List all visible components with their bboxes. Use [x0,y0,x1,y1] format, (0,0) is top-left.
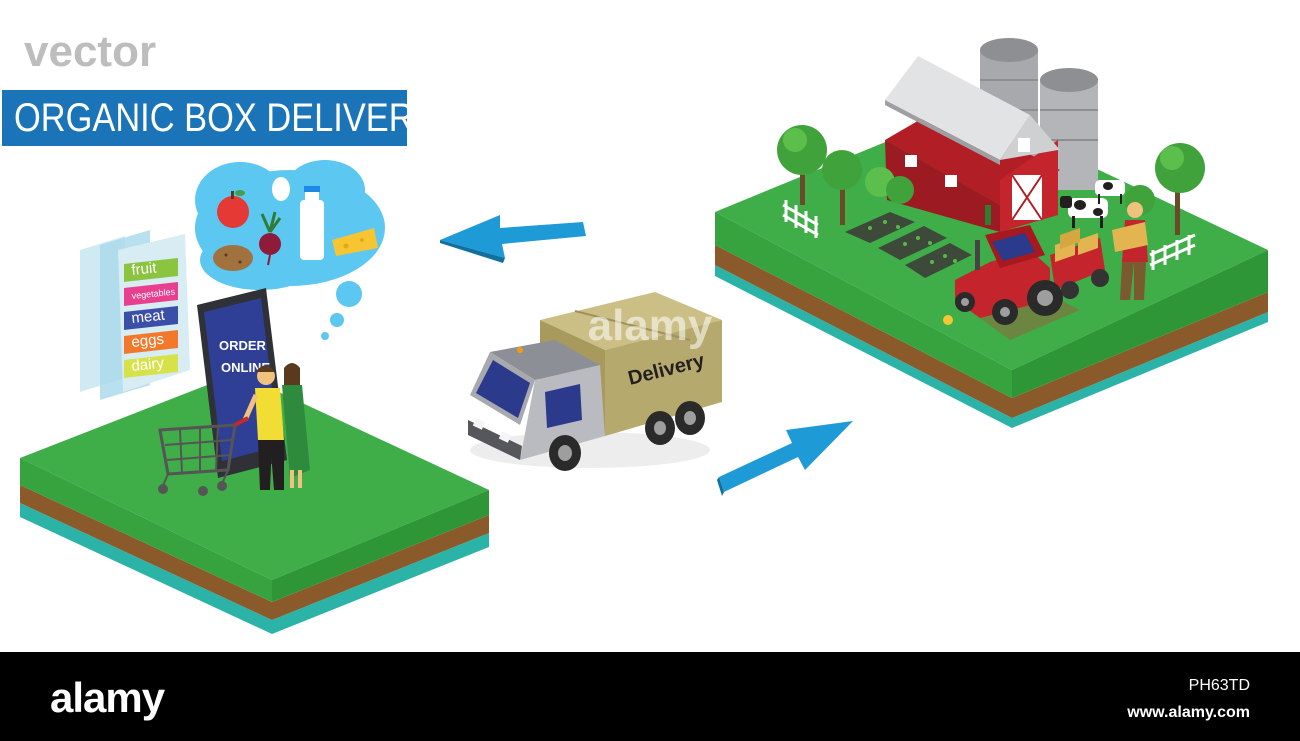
category-strip-eggs [124,330,178,354]
category-label-eggs: eggs [131,331,165,351]
thought-bubble [195,160,385,340]
watermark-text-center: alamy [588,301,713,350]
crop-beds [845,212,972,278]
beet-icon [259,211,282,266]
category-label-meat: meat [131,306,167,326]
category-strip-vegetables [124,282,178,306]
egg-icon [272,177,290,201]
tractor [943,225,1109,325]
footer-bar: alamy PH63TD www.alamy.com [0,652,1300,741]
page-title: ORGANIC BOX DELIVERY [14,96,407,140]
vector-label: vector [24,27,157,76]
footer-url[interactable]: www.alamy.com [1127,704,1250,721]
shoppers [242,363,310,490]
cheese-icon [332,228,378,256]
potato-icon [213,245,253,271]
category-strip-meat [124,306,178,330]
category-panel: fruit vegetables meat eggs dairy [80,230,190,400]
delivery-truck: Delivery [468,292,722,471]
cows [1060,180,1125,228]
title-banner: ORGANIC BOX DELIVERY [2,90,407,146]
shopping-cart-icon [158,416,249,496]
farmer [1112,202,1148,300]
category-label-fruit: fruit [131,259,158,279]
arrow-left-icon [440,215,586,263]
phone-text-line1: ORDER [219,338,267,353]
shop-platform [20,373,489,634]
milk-bottle-icon [300,186,324,260]
barn [885,56,1060,232]
category-strip-dairy [124,354,178,378]
arrow-right-icon [717,421,853,496]
fences [782,200,1196,270]
category-label-dairy: dairy [131,355,166,375]
trees [777,125,1205,235]
footer-logo: alamy [50,674,165,721]
footer-image-id: PH63TD [1188,677,1250,694]
category-strip-fruit [124,258,178,282]
category-label-vegetables: vegetables [131,286,176,301]
apple-icon [217,190,249,228]
